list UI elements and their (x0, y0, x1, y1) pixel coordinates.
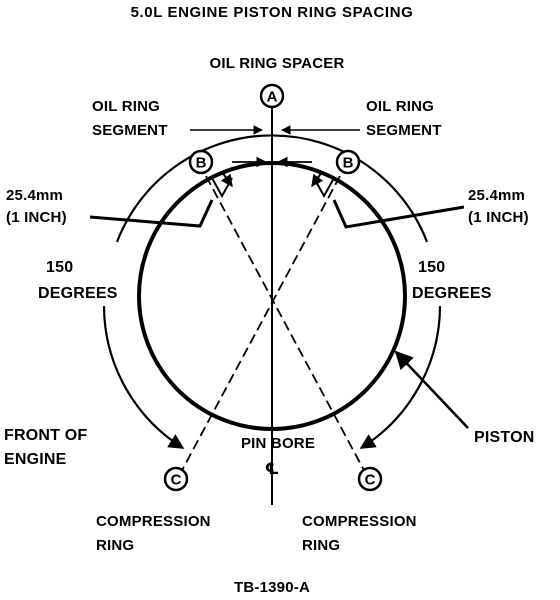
marker-segment-left-b: B (188, 149, 214, 175)
label-gap-left-line2: (1 INCH) (6, 209, 67, 226)
label-oil-ring-segment-right-line1: OIL RING (366, 98, 434, 115)
label-compression-ring-right-line1: COMPRESSION (302, 513, 417, 530)
label-degrees-left-line2: DEGREES (38, 285, 118, 302)
marker-compression-right-c-letter: C (365, 472, 376, 489)
marker-segment-left-b-letter: B (196, 155, 207, 172)
label-compression-ring-left-line1: COMPRESSION (96, 513, 211, 530)
marker-spacer-a-letter: A (267, 89, 278, 106)
leader-piston (394, 350, 469, 429)
label-centerline-symbol: ℄ (265, 461, 280, 478)
diagonal-right-top-to-left-bottom (179, 175, 341, 475)
marker-segment-right-b-letter: B (343, 155, 354, 172)
label-front-of-engine-line2: ENGINE (4, 451, 67, 468)
marker-compression-left-c: C (163, 466, 189, 492)
leader-gap-left (89, 199, 214, 228)
marker-compression-left-c-letter: C (171, 472, 182, 489)
segment-tick-right (311, 171, 324, 187)
segment-tick-left (220, 171, 233, 187)
label-oil-ring-segment-left-line2: SEGMENT (92, 122, 168, 139)
label-gap-left-line1: 25.4mm (6, 187, 63, 204)
label-oil-ring-segment-left-line1: OIL RING (92, 98, 160, 115)
diagram-title: 5.0L ENGINE PISTON RING SPACING (131, 4, 414, 21)
leader-gap-right (332, 199, 465, 229)
degrees-arc-right (359, 305, 442, 449)
label-gap-right-line1: 25.4mm (468, 187, 525, 204)
label-front-of-engine-line1: FRONT OF (4, 427, 87, 444)
label-piston: PISTON (474, 429, 534, 446)
label-pin-bore: PIN BORE (241, 435, 315, 452)
label-degrees-left-line1: 150 (46, 259, 73, 276)
marker-segment-right-b: B (335, 149, 361, 175)
label-degrees-right-line2: DEGREES (412, 285, 492, 302)
marker-spacer-a: A (259, 83, 285, 109)
label-figure-id: TB-1390-A (234, 579, 310, 596)
label-degrees-right-line1: 150 (418, 259, 445, 276)
diagonal-left-top-to-right-bottom (205, 175, 367, 475)
degrees-arc-left (102, 305, 185, 449)
label-oil-ring-segment-right-line2: SEGMENT (366, 122, 442, 139)
label-compression-ring-right-line2: RING (302, 537, 340, 554)
label-compression-ring-left-line2: RING (96, 537, 134, 554)
marker-compression-right-c: C (357, 466, 383, 492)
label-gap-right-line2: (1 INCH) (468, 209, 529, 226)
label-oil-ring-spacer: OIL RING SPACER (210, 55, 345, 72)
